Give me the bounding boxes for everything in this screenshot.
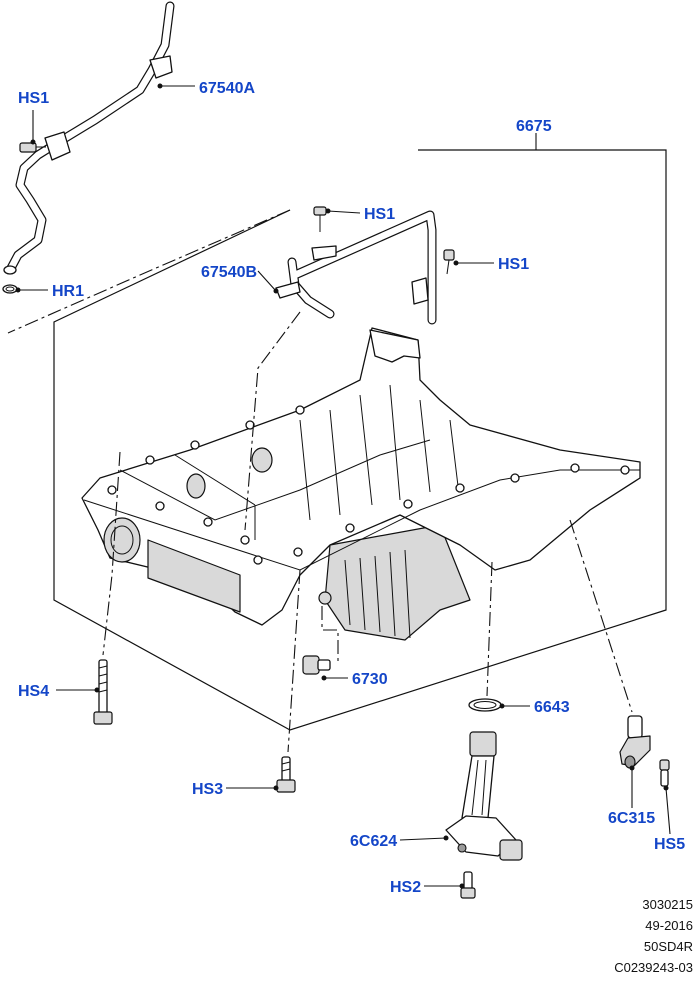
bolt-hs5 (659, 759, 670, 787)
bolt-hs3 (276, 756, 296, 793)
callout-hs1-top: HS1 (18, 90, 49, 107)
oil-pan (81, 327, 641, 641)
callout-hs1-right: HS1 (498, 256, 529, 273)
callout-67540b: 67540B (201, 264, 257, 281)
callout-hs3: HS3 (192, 781, 223, 798)
alignment-line-hs3 (287, 569, 301, 753)
footer-line-3: 50SD4R (644, 939, 693, 954)
alignment-line-hs4 (102, 451, 121, 656)
crankshaft-sensor-6c315 (619, 715, 651, 769)
callout-hs4: HS4 (18, 683, 49, 700)
assembly-frame-dashed-edge (7, 209, 291, 334)
callout-hr1: HR1 (52, 283, 84, 300)
footer-line-1: 3030215 (642, 897, 693, 912)
callout-6c624: 6C624 (350, 833, 397, 850)
callout-67540a: 67540A (199, 80, 255, 97)
alignment-line-6c315 (569, 519, 633, 713)
bolt-hs1-mid (313, 206, 327, 232)
alignment-line-6730 (321, 606, 339, 662)
callout-hs5: HS5 (654, 836, 685, 853)
callout-hs1-mid: HS1 (364, 206, 395, 223)
footer-line-2: 49-2016 (645, 918, 693, 933)
footer-line-4: C0239243-03 (614, 960, 693, 975)
seal-6643 (468, 698, 502, 712)
callout-6730: 6730 (352, 671, 388, 688)
oil-level-sensor-6c624 (445, 731, 523, 861)
o-ring-hr1 (2, 284, 18, 294)
footer-reference: 3030215 49-2016 50SD4R C0239243-03 (614, 897, 693, 975)
dipstick-tube-lower (275, 210, 437, 325)
leader-lines (15, 83, 671, 889)
bolt-hs1-right (443, 249, 455, 275)
alignment-line-6643 (486, 561, 493, 697)
dipstick-tube-upper (3, 1, 175, 275)
callout-hs2: HS2 (390, 879, 421, 896)
callout-6c315: 6C315 (608, 810, 655, 827)
alignment-line-67540b (244, 311, 301, 531)
callout-6643: 6643 (534, 699, 570, 716)
bolt-hs2 (460, 871, 476, 899)
bolt-hs1-top (19, 142, 46, 153)
bolt-hs4 (93, 659, 113, 725)
callout-6675: 6675 (516, 118, 552, 135)
drain-plug-6730 (302, 655, 331, 675)
